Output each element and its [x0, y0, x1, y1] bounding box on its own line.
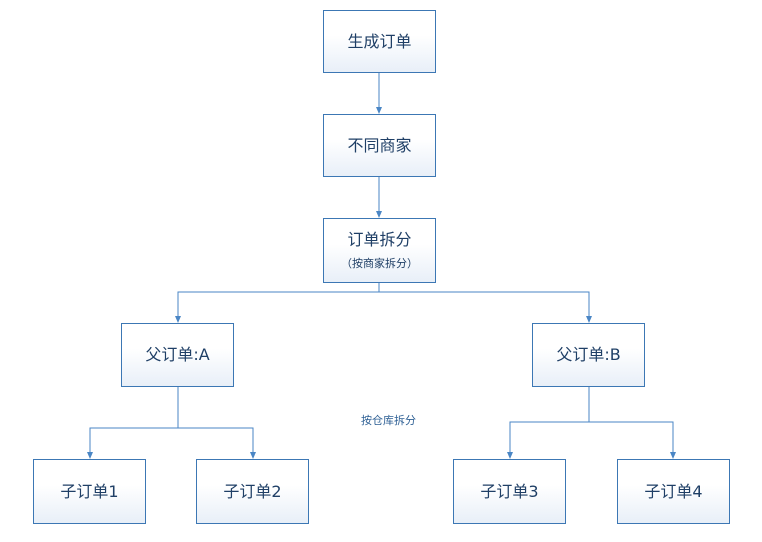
node-parent-order-a: 父订单:A — [121, 323, 234, 387]
node-child-order-4: 子订单4 — [617, 459, 730, 524]
edge-parent-b-child3 — [507, 387, 590, 459]
node-different-merchant-label: 不同商家 — [347, 135, 412, 155]
edge-split-parent-b — [379, 291, 592, 323]
node-parent-order-b: 父订单:B — [532, 323, 645, 387]
node-order-split-note: （按商家拆分） — [341, 256, 418, 270]
node-child-order-4-label: 子订单4 — [644, 481, 703, 501]
node-parent-order-a-label: 父订单:A — [145, 345, 210, 364]
node-generate-order-label: 生成订单 — [347, 31, 412, 51]
edge-split-parent-a — [175, 283, 380, 323]
node-order-split: 订单拆分 （按商家拆分） — [323, 218, 436, 283]
node-generate-order: 生成订单 — [323, 10, 436, 73]
edge-parent-a-child1 — [87, 387, 179, 459]
node-order-split-label: 订单拆分 — [347, 229, 412, 249]
node-child-order-1-label: 子订单1 — [60, 481, 119, 501]
node-child-order-2-label: 子订单2 — [223, 481, 282, 501]
node-child-order-3-label: 子订单3 — [480, 481, 539, 501]
edge-parent-b-child4 — [589, 421, 676, 459]
edge-parent-a-child2 — [178, 427, 256, 459]
node-different-merchant: 不同商家 — [323, 114, 436, 177]
node-parent-order-b-label: 父订单:B — [556, 345, 621, 364]
node-child-order-2: 子订单2 — [196, 459, 309, 524]
node-child-order-3: 子订单3 — [453, 459, 566, 524]
node-child-order-1: 子订单1 — [33, 459, 146, 524]
warehouse-split-annotation: 按仓库拆分 — [361, 414, 416, 427]
